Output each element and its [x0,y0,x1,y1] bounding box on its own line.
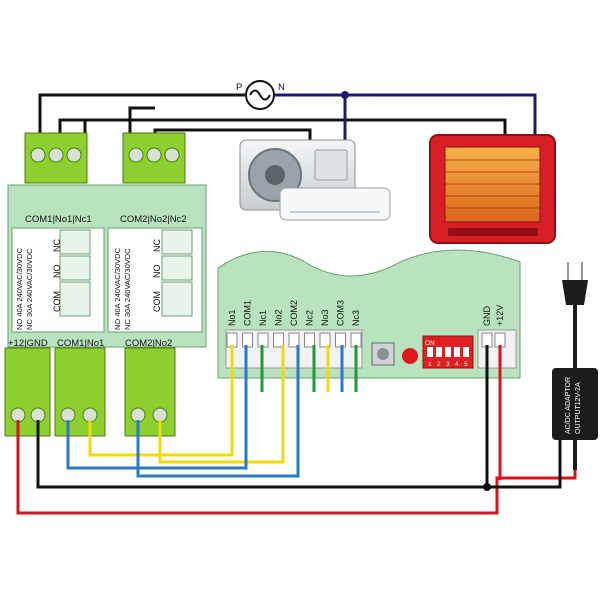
power-slot [481,332,493,348]
relay-2-nc-label: NC [152,239,162,252]
ground-wire-adaptor [487,440,562,489]
phase-branch-relay1 [58,118,507,140]
power-label-plus12v: +12V [495,305,505,326]
output-slot [242,332,253,348]
output-label-nc2: Nc2 [305,310,315,326]
heater-illustration [429,134,556,244]
phase-label: P [236,82,242,93]
bottom-terminal-label-3: COM2|No2 [125,338,172,349]
relay-2: NC NO COM NO 40A 240VAC/30VDC NC 30A 240… [107,227,203,333]
dip-on-label: ON [425,340,435,347]
relay-2-no-label: NO [152,265,162,279]
blue-wire-com1 [66,345,248,470]
bottom-terminal-label-1: +12|GND [8,338,48,349]
bottom-terminal-block-3 [124,347,176,437]
phase-branch-relay2 [128,106,155,140]
low-voltage-wiring [16,345,577,515]
ac-source-symbol: P N [236,80,285,110]
power-label-gnd: GND [482,306,492,327]
relay-1-rating-2: NC 30A 240VAC/30VDC [25,248,34,330]
relay-1: NC NO COM NO 40A 240VAC/30VDC NC 30A 240… [11,227,105,333]
relay-2-rating-2: NC 30A 240VAC/30VDC [123,248,132,330]
output-label-com3: COM3 [336,300,346,326]
status-led [402,348,418,364]
output-label-no2: No2 [274,309,284,326]
relay-module: COM1|No1|Nc1 COM2|No2|Nc2 NC NO COM NO 4… [4,132,207,437]
blue-wire-com2 [136,345,300,478]
air-conditioner-illustration [239,139,391,221]
output-slot [257,332,269,348]
top-terminal-block-2 [122,132,186,184]
top-terminal-label-1: COM1|No1|Nc1 [25,214,92,225]
dip-number: 5 [464,361,468,368]
push-button-cap [377,348,389,360]
adaptor-label-2: OUTPUT12V-2A [575,382,582,434]
output-label-nc1: Nc1 [258,310,268,326]
output-slot [304,332,315,348]
bottom-terminal-label-2: COM1|No1 [57,338,104,349]
neutral-label: N [278,82,285,93]
positive-wire [16,420,577,515]
dip-number: 2 [437,361,441,368]
adaptor-box [552,368,598,440]
output-label-com2: COM2 [289,300,299,326]
ground-wire [36,345,489,489]
output-label-com1: COM1 [243,300,253,326]
relay-1-no-label: NO [52,265,62,279]
neutral-wire [275,93,537,135]
output-slot [335,332,346,348]
output-slot [288,332,300,348]
output-slot [226,332,238,348]
ground-junction [483,483,491,491]
output-labels: No1 COM1 Nc1 No2 COM2 Nc2 No3 COM3 Nc3 [227,300,361,326]
output-label-nc3: Nc3 [351,310,361,326]
output-slot [273,332,284,348]
yellow-wire-no2 [158,345,285,464]
dip-number: 4 [455,361,459,368]
output-label-no1: No1 [227,309,237,326]
plug-prongs [567,262,583,280]
power-adaptor: AC/DC ADAPTOR OUTPUT12V-2A [552,262,598,470]
plug-body [562,280,588,305]
relay-1-com-label: COM [52,291,62,312]
dip-number: 3 [446,361,450,368]
dip-lever[interactable] [427,347,433,357]
relay-1-rating-1: NO 40A 240VAC/30VDC [15,247,24,330]
dip-lever[interactable] [454,347,460,357]
output-slot [319,332,331,348]
dip-lever[interactable] [436,347,442,357]
bottom-terminal-block-1 [4,347,51,437]
relay-2-rating-1: NO 40A 240VAC/30VDC [113,247,122,330]
adaptor-label-1: AC/DC ADAPTOR [565,377,572,434]
output-terminal-slots [226,332,362,348]
dip-lever[interactable] [445,347,451,357]
relay-1-nc-label: NC [52,239,62,252]
relay-2-com-label: COM [152,291,162,312]
controller-board: No1 COM1 Nc1 No2 COM2 Nc2 No3 COM3 Nc3 GND+12V O… [217,249,521,379]
power-slot [494,332,506,348]
dip-lever[interactable] [463,347,469,357]
top-terminal-label-2: COM2|No2|Nc2 [120,214,187,225]
output-label-no3: No3 [320,309,330,326]
top-terminal-block-1 [24,132,88,184]
output-slot [350,332,362,348]
dip-number: 1 [428,361,432,368]
bottom-terminal-block-2 [54,347,106,437]
junction-dot [341,91,349,99]
